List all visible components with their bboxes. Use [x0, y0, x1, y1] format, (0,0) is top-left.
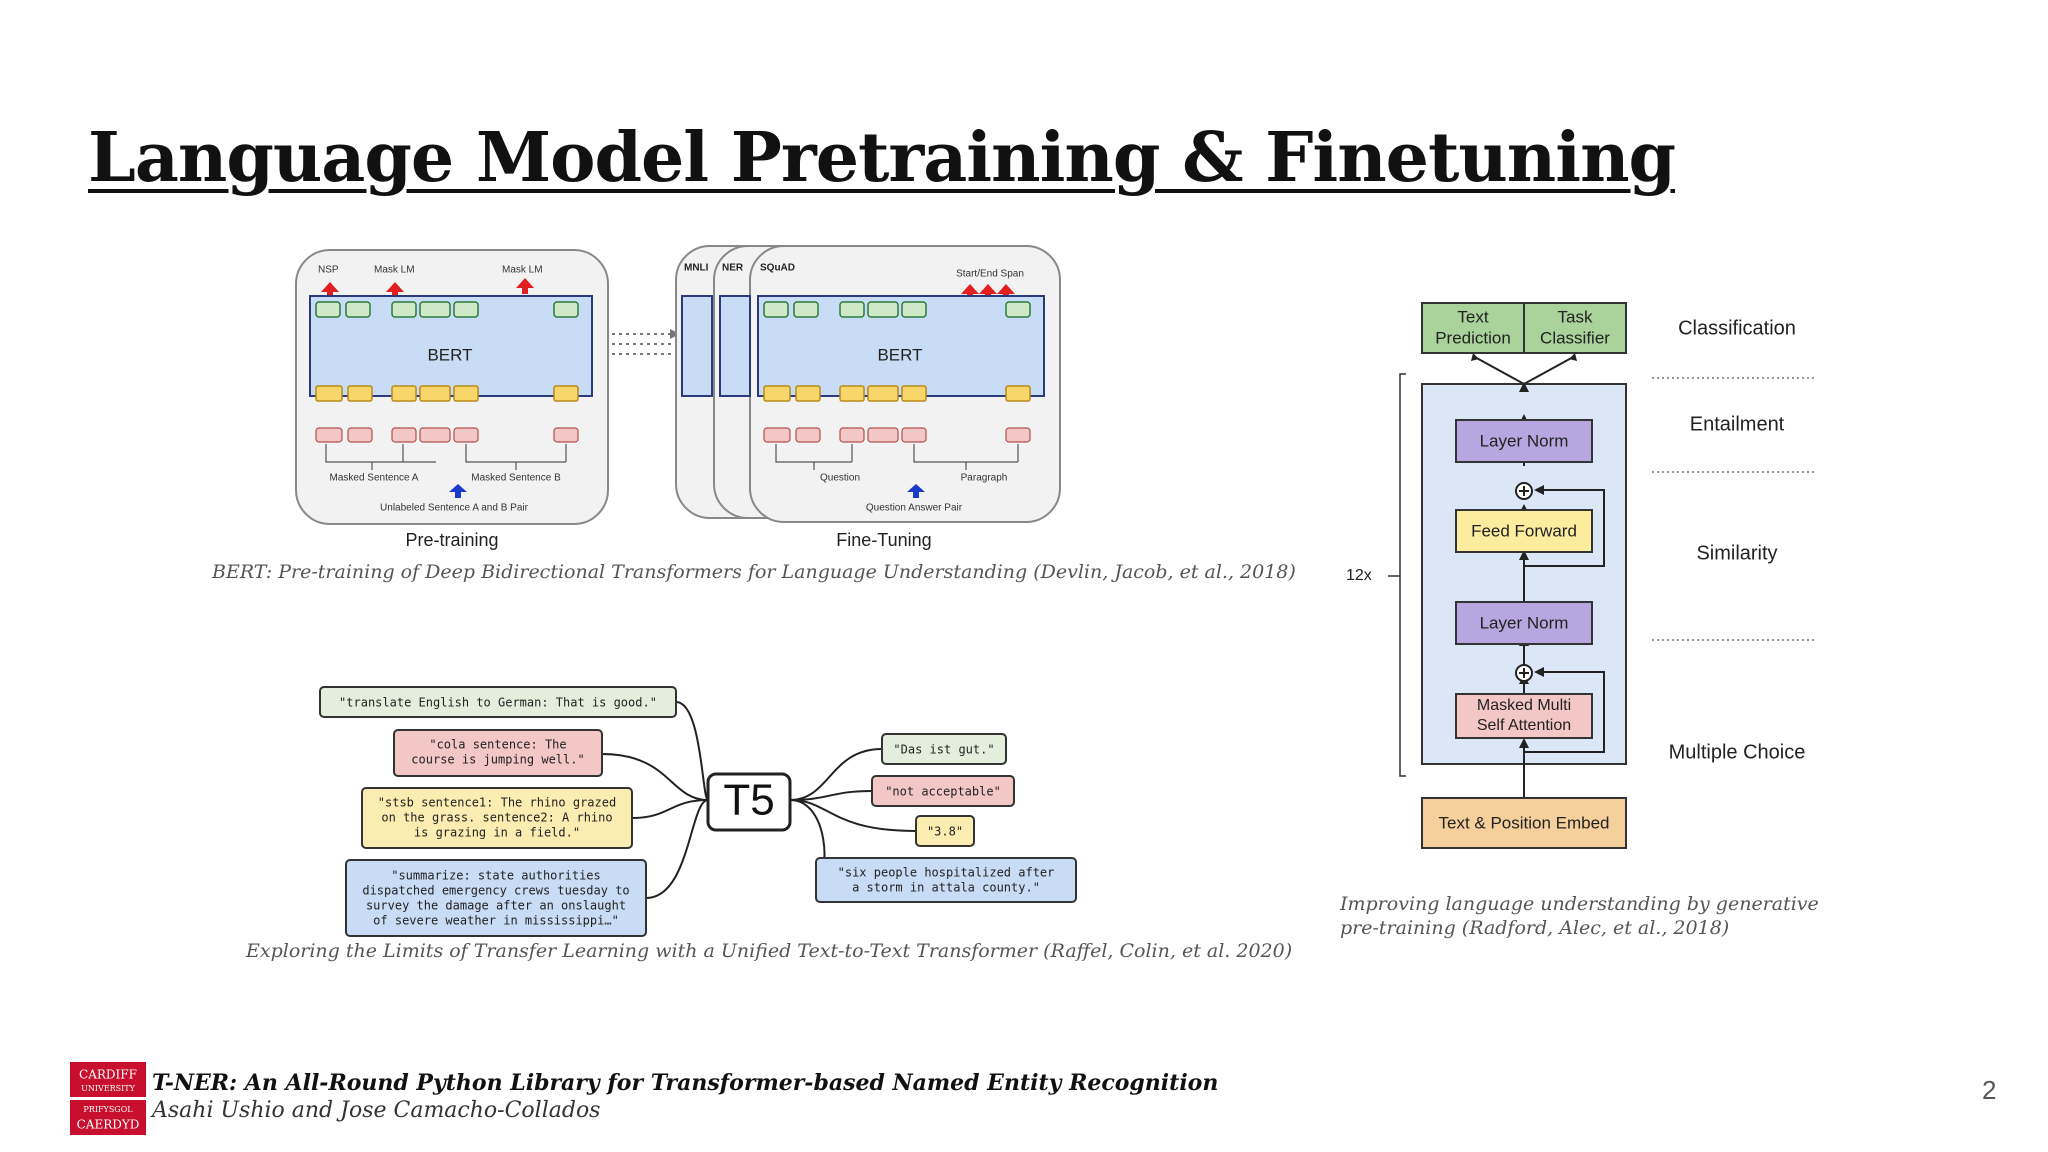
task-classifier-label: Classifier [1540, 328, 1610, 347]
masked-attention-label: Masked Multi [1477, 697, 1571, 714]
bert-label: BERT [427, 345, 472, 364]
t5-input-translate [319, 686, 677, 718]
bert-caption: BERT: Pre-training of Deep Bidirectional… [212, 561, 1296, 583]
t5-output-cola [871, 775, 1015, 807]
gpt-figure: Text Prediction Task Classifier 12x Laye… [1346, 302, 1816, 849]
pretraining-label: Pre-training [405, 530, 498, 550]
gpt-caption-line2: pre-training (Radford, Alec, et al., 201… [1340, 917, 1730, 939]
t5-input-text: on the grass. sentence2: A rhino [381, 811, 612, 825]
svg-text:UNIVERSITY: UNIVERSITY [81, 1084, 136, 1093]
t5-output-german [881, 733, 1007, 765]
repeat-label: 12x [1346, 567, 1372, 584]
mask-lm-label: Mask LM [374, 265, 415, 276]
footer-paper-title: T-NER: An All-Round Python Library for T… [152, 1070, 1219, 1096]
span-arrow-icons [961, 284, 1015, 300]
slide-title: Language Model Pretraining & Finetuning [88, 118, 1676, 198]
masked-attention-box [1455, 693, 1593, 739]
bert-label-finetune: BERT [877, 345, 922, 364]
task-ner: NER [722, 263, 744, 274]
layer-norm-top-box [1455, 419, 1593, 463]
t5-output-summarize [815, 857, 1077, 903]
t5-output-stsb [915, 815, 975, 847]
blue-arrow-icon [907, 484, 925, 498]
t5-figure: "translate English to German: That is go… [319, 686, 1077, 937]
input-tokens [315, 427, 579, 443]
t5-output-text: "not acceptable" [885, 785, 1001, 799]
text-prediction-box [1421, 302, 1525, 354]
mask-lm-arrow-icon [386, 282, 404, 298]
blue-arrow-icon [449, 484, 467, 498]
page-number: 2 [1982, 1075, 1997, 1105]
t5-input-text: "summarize: state authorities [391, 869, 601, 883]
residual-add-icon [1515, 482, 1533, 500]
text-prediction-label: Text [1457, 307, 1488, 326]
svg-text:PRIFYSGOL: PRIFYSGOL [83, 1105, 133, 1114]
task-entailment: Entailment [1690, 413, 1785, 435]
qa-pair-label: Question Answer Pair [866, 503, 963, 514]
layer-norm-top-label: Layer Norm [1480, 431, 1569, 450]
t5-input-text: is grazing in a field." [414, 826, 580, 840]
nsp-label: NSP [318, 265, 339, 276]
t5-input-text: of severe weather in mississippi…" [373, 914, 619, 928]
finetuning-label: Fine-Tuning [836, 530, 931, 550]
task-classifier-label: Task [1558, 307, 1593, 326]
feed-forward-box [1455, 509, 1593, 553]
embedding-tokens [315, 385, 579, 402]
repeat-bracket [1388, 373, 1406, 777]
t5-input-text: "translate English to German: That is go… [339, 696, 657, 710]
layer-norm-bottom-label: Layer Norm [1480, 613, 1569, 632]
embed-label: Text & Position Embed [1438, 813, 1609, 832]
task-mnli: MNLI [684, 263, 709, 274]
task-squad: SQuAD [760, 263, 795, 274]
paragraph-label: Paragraph [961, 473, 1008, 484]
task-classification: Classification [1678, 317, 1796, 339]
start-end-span-label: Start/End Span [956, 269, 1024, 280]
unlabeled-pair-label: Unlabeled Sentence A and B Pair [380, 503, 529, 514]
t5-input-stsb [361, 787, 633, 849]
bert-figure: NSP Mask LM Mask LM BERT Masked Sentence… [295, 245, 1061, 550]
svg-text:CAERDYD: CAERDYD [77, 1118, 140, 1132]
question-label: Question [820, 473, 860, 484]
t5-caption: Exploring the Limits of Transfer Learnin… [246, 940, 1293, 962]
masked-sentence-b: Masked Sentence B [471, 473, 561, 484]
t5-model-box [706, 772, 792, 832]
t5-input-text: "stsb sentence1: The rhino grazed [378, 796, 616, 810]
svg-text:CARDIFF: CARDIFF [79, 1068, 137, 1082]
t5-input-text: "cola sentence: The [429, 738, 566, 752]
masked-sentence-a: Masked Sentence A [330, 473, 419, 484]
footer-authors: Asahi Ushio and Jose Camacho-Collados [152, 1098, 601, 1123]
layer-norm-bottom-box [1455, 601, 1593, 645]
text-prediction-label: Prediction [1435, 328, 1511, 347]
t5-input-text: survey the damage after an onslaught [366, 899, 626, 913]
t5-input-text: dispatched emergency crews tuesday to [362, 884, 629, 898]
task-classifier-box [1523, 302, 1627, 354]
t5-input-text: course is jumping well." [411, 753, 584, 767]
cardiff-university-logo: CARDIFF UNIVERSITY PRIFYSGOL CAERDYD [70, 1062, 146, 1135]
t5-output-text: a storm in attala county." [852, 881, 1040, 895]
nsp-arrow-icon [321, 282, 339, 298]
t5-output-text: "Das ist gut." [893, 743, 994, 757]
t5-model-label: T5 [723, 776, 774, 825]
masked-attention-label: Self Attention [1477, 717, 1571, 734]
t5-output-text: "six people hospitalized after [838, 866, 1055, 880]
output-tokens [315, 301, 579, 318]
t5-connectors [601, 701, 917, 899]
residual-add-icon [1515, 664, 1533, 682]
task-multiple-choice: Multiple Choice [1669, 741, 1806, 763]
mask-lm-arrow-icon [516, 278, 534, 294]
t5-output-text: "3.8" [927, 825, 963, 839]
t5-input-cola [393, 729, 603, 777]
gpt-caption-line1: Improving language understanding by gene… [1340, 893, 1819, 915]
task-similarity: Similarity [1696, 542, 1777, 564]
mask-lm-label: Mask LM [502, 265, 543, 276]
embed-box [1421, 797, 1627, 849]
t5-input-summarize [345, 859, 647, 937]
feed-forward-label: Feed Forward [1471, 521, 1577, 540]
